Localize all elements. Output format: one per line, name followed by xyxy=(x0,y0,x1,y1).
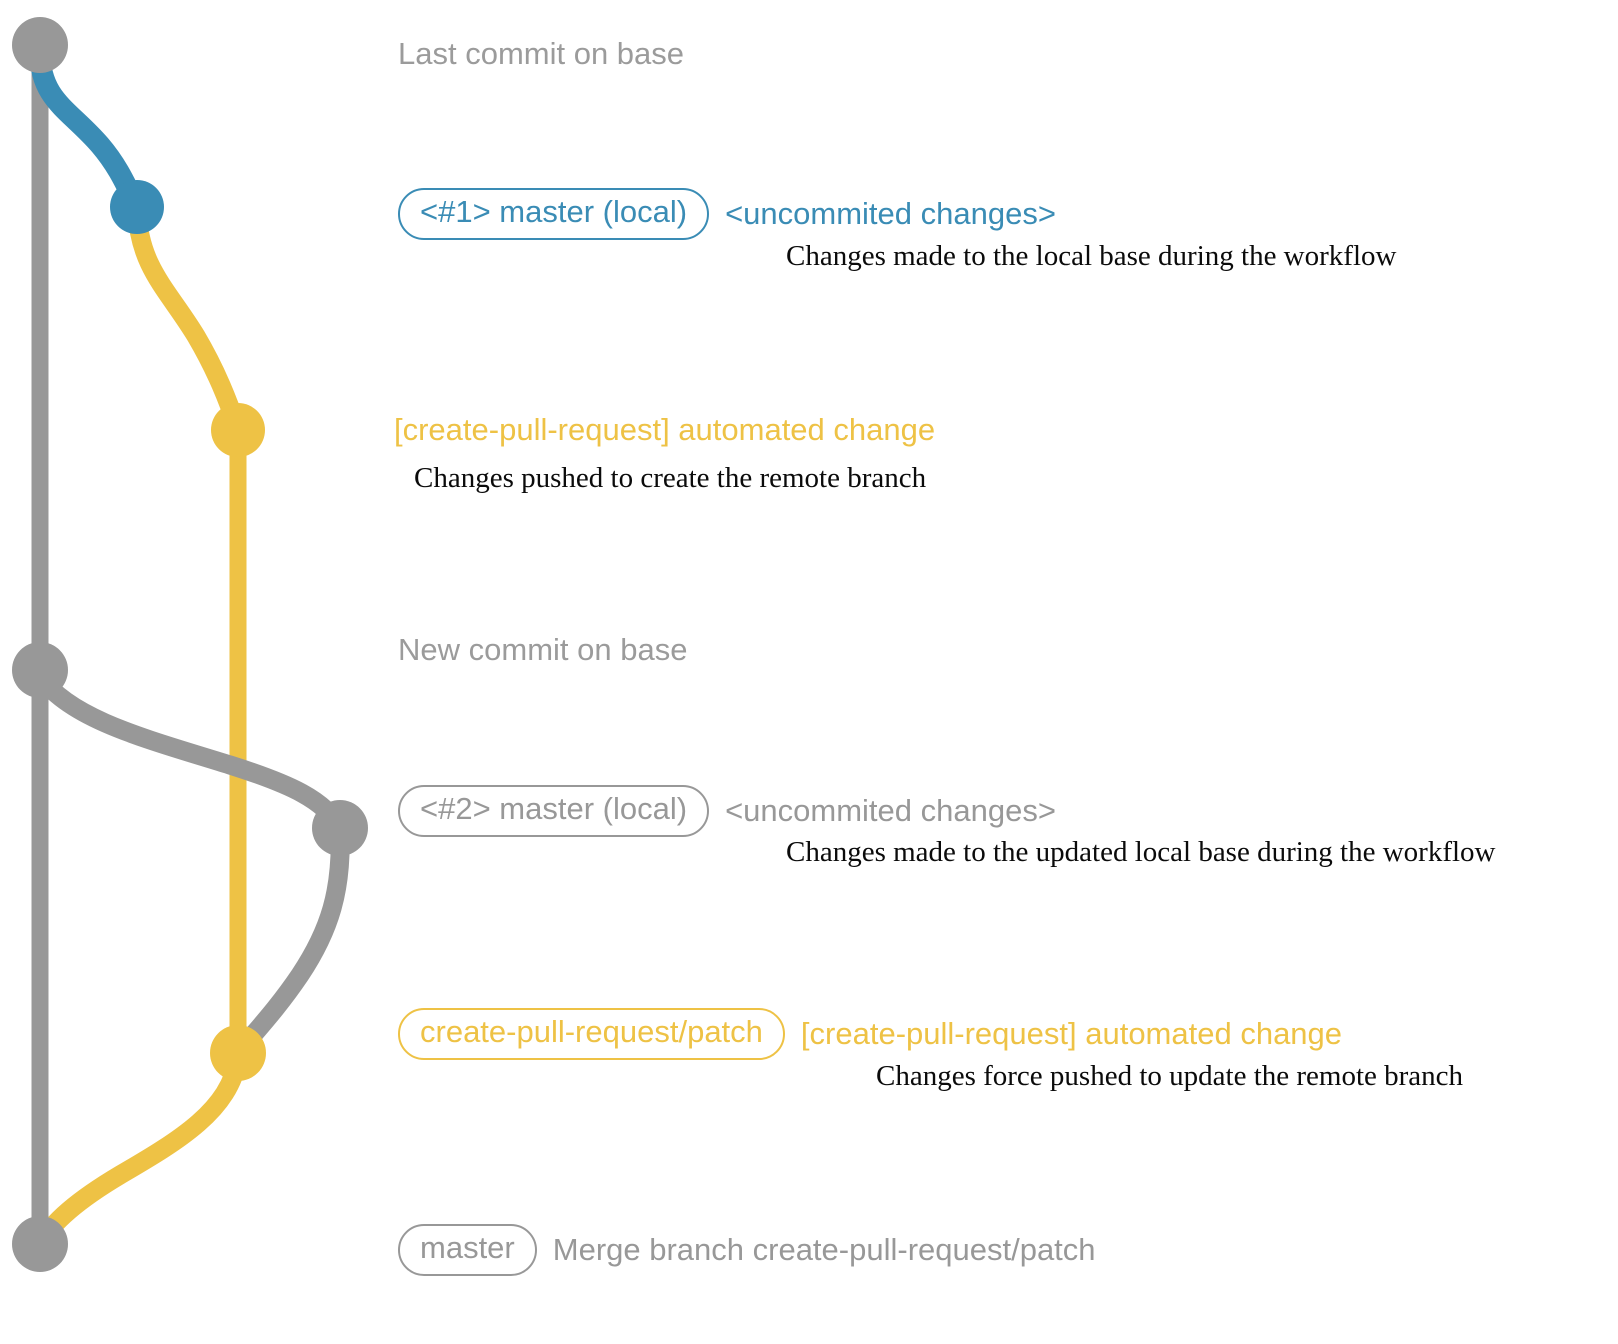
commit-node-patch-1[interactable] xyxy=(211,403,265,457)
subject-patch-branch: [create-pull-request] automated change xyxy=(800,1015,1343,1051)
edge-base2-to-local2 xyxy=(30,666,350,838)
git-graph-canvas xyxy=(12,17,368,1272)
subject-master-merge: Merge branch create-pull-request/patch xyxy=(552,1231,1096,1267)
description-local-master-2: Changes made to the updated local base d… xyxy=(786,836,1496,868)
description-local-master-1: Changes made to the local base during th… xyxy=(786,240,1397,272)
label-new-commit-on-base: New commit on base xyxy=(398,632,688,667)
commit-node-merge[interactable] xyxy=(12,1216,68,1272)
badge-local-master-1[interactable]: <#1> master (local) xyxy=(398,188,710,240)
commit-node-base-2[interactable] xyxy=(12,642,68,698)
row-patch-branch: create-pull-request/patch [create-pull-r… xyxy=(398,1008,1342,1060)
commit-node-patch-2[interactable] xyxy=(210,1025,266,1081)
subject-local-master-1: <uncommited changes> xyxy=(725,195,1056,231)
description-automated-change-1: Changes pushed to create the remote bran… xyxy=(414,462,927,494)
commit-node-local-2[interactable] xyxy=(312,800,368,856)
label-last-commit-on-base: Last commit on base xyxy=(398,36,685,71)
subject-local-master-2: <uncommited changes> xyxy=(725,792,1056,828)
label-automated-change-1: [create-pull-request] automated change xyxy=(394,412,936,447)
description-patch-branch: Changes force pushed to update the remot… xyxy=(876,1060,1464,1092)
edge-local2-to-patch2 xyxy=(228,822,350,1063)
edge-base-to-local1 xyxy=(29,41,148,218)
badge-master[interactable]: master xyxy=(398,1224,537,1276)
row-local-master-2: <#2> master (local) <uncommited changes> xyxy=(398,785,1056,837)
commit-node-local-1[interactable] xyxy=(110,180,164,234)
edge-patch2-to-merge xyxy=(30,1048,248,1254)
commit-node-base-1[interactable] xyxy=(12,17,68,73)
edge-local1-to-patch1 xyxy=(127,202,248,440)
row-local-master-1: <#1> master (local) <uncommited changes> xyxy=(398,188,1056,240)
badge-local-master-2[interactable]: <#2> master (local) xyxy=(398,785,710,837)
row-master-merge: master Merge branch create-pull-request/… xyxy=(398,1224,1096,1276)
badge-create-pull-request-patch[interactable]: create-pull-request/patch xyxy=(398,1008,785,1060)
